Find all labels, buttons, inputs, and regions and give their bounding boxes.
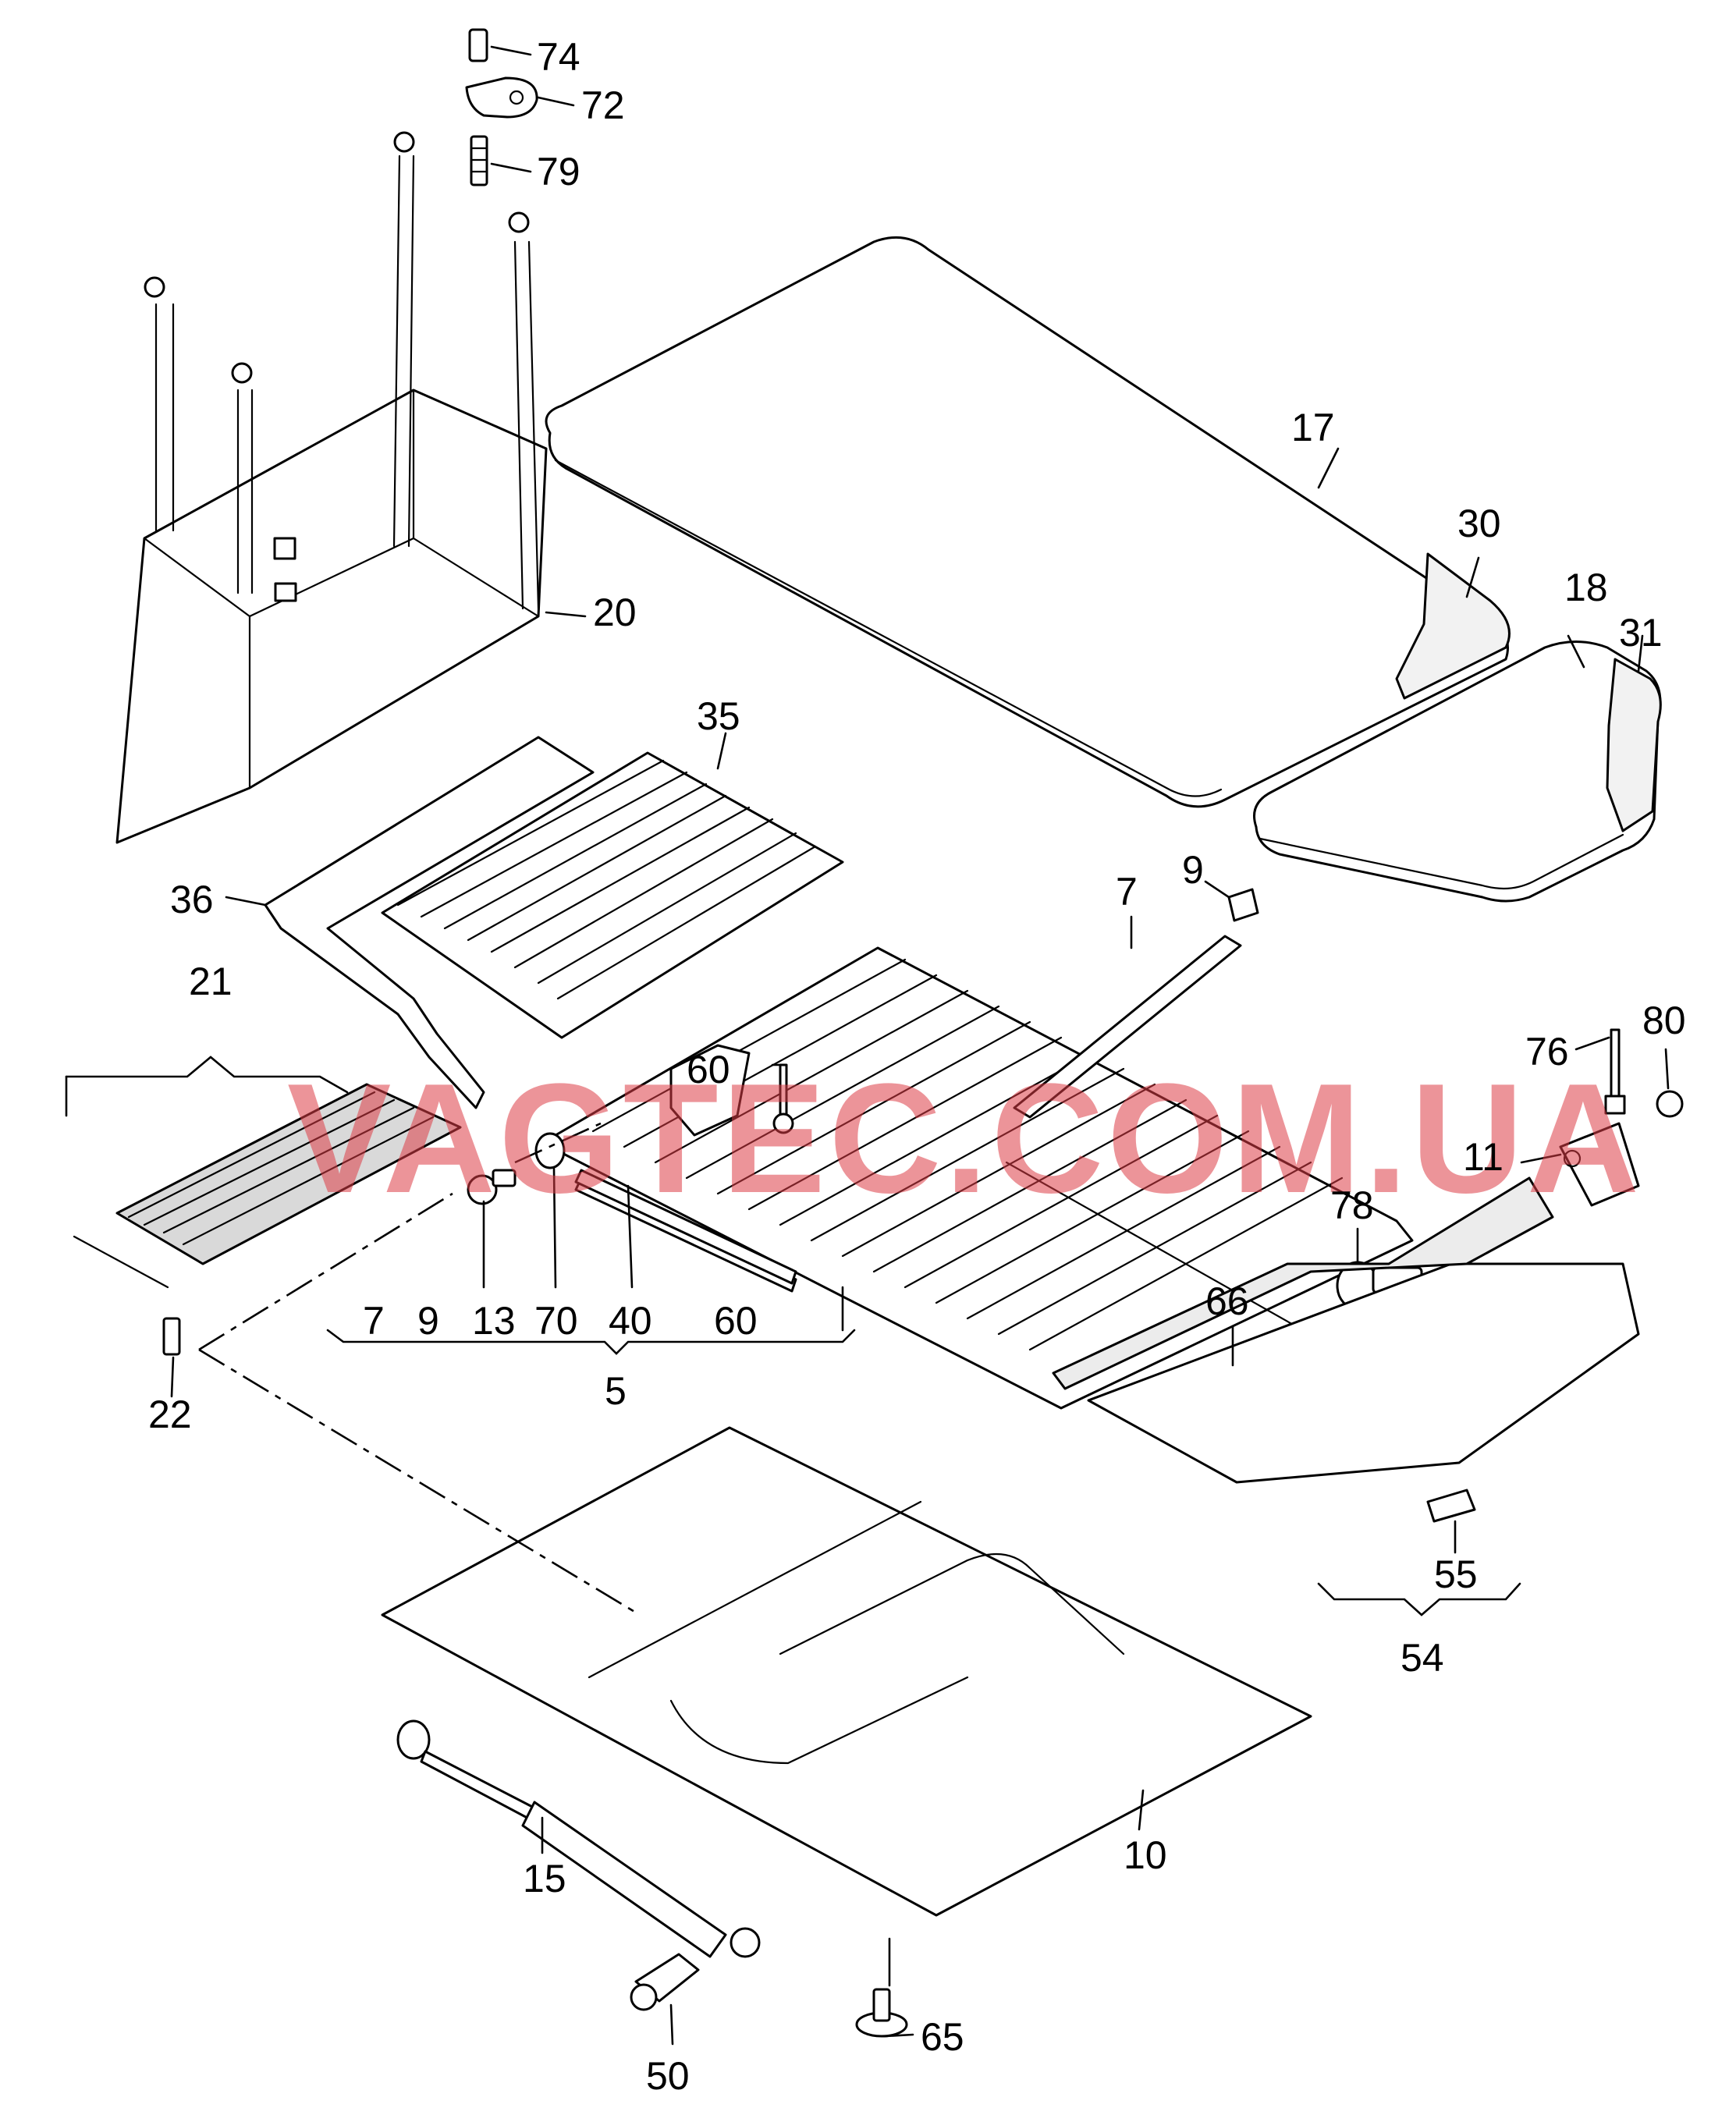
callout-15: 15 bbox=[523, 1857, 566, 1900]
part-20-storage-bag bbox=[115, 131, 548, 844]
callout-66: 66 bbox=[1205, 1279, 1249, 1323]
callout-group-9: 9 bbox=[417, 1299, 439, 1343]
callout-78: 78 bbox=[1330, 1183, 1374, 1227]
callout-7-top: 7 bbox=[1116, 870, 1138, 914]
callout-10: 10 bbox=[1124, 1833, 1167, 1877]
part-11-hinge bbox=[1559, 1122, 1640, 1207]
callout-20: 20 bbox=[593, 591, 637, 634]
part-65-clip bbox=[855, 1988, 908, 2038]
assembly-line-2 bbox=[198, 1348, 641, 1616]
callout-79: 79 bbox=[537, 150, 580, 193]
callout-55: 55 bbox=[1434, 1552, 1478, 1596]
part-36-frame bbox=[264, 736, 595, 1109]
callout-17: 17 bbox=[1291, 406, 1335, 449]
callout-18: 18 bbox=[1564, 566, 1608, 609]
part-21-cargo-net bbox=[73, 1083, 462, 1289]
group-brackets bbox=[65, 1056, 1521, 1616]
callout-74: 74 bbox=[537, 35, 580, 79]
part-60-rivet bbox=[772, 1063, 794, 1134]
callout-group-60: 60 bbox=[714, 1299, 758, 1343]
part-80-nut bbox=[1656, 1090, 1684, 1118]
callout-22: 22 bbox=[148, 1393, 192, 1436]
callout-72: 72 bbox=[581, 83, 625, 127]
callout-54: 54 bbox=[1401, 1636, 1444, 1680]
part-72-bracket bbox=[465, 76, 538, 119]
callout-30: 30 bbox=[1457, 502, 1501, 545]
part-74-pin bbox=[468, 28, 488, 62]
part-13-bolt bbox=[467, 1169, 517, 1205]
part-40-rail bbox=[574, 1169, 797, 1285]
callout-50: 50 bbox=[646, 2054, 690, 2098]
callout-35: 35 bbox=[697, 694, 740, 738]
watermark: VAGTEC.COM.UA bbox=[287, 1052, 1642, 1226]
leader-lines bbox=[170, 45, 1670, 2046]
part-17-seat-cushion bbox=[545, 236, 1511, 808]
part-15-gas-strut bbox=[396, 1719, 761, 1958]
part-79-screw bbox=[470, 135, 488, 186]
callout-5: 5 bbox=[605, 1369, 627, 1413]
callout-11: 11 bbox=[1463, 1135, 1503, 1179]
callout-40: 40 bbox=[609, 1299, 652, 1343]
callout-36: 36 bbox=[170, 878, 214, 921]
part-66-seal-strip bbox=[1052, 1176, 1554, 1390]
part-9-clip bbox=[1227, 888, 1259, 922]
assembly-line-3 bbox=[514, 1122, 602, 1164]
callout-21: 21 bbox=[189, 960, 233, 1003]
part-18-small-cushion bbox=[1253, 641, 1662, 903]
part-35-grid-panel bbox=[381, 751, 844, 1039]
part-55-clip bbox=[1426, 1489, 1476, 1523]
part-76-rivet bbox=[1604, 1028, 1626, 1115]
callout-76: 76 bbox=[1525, 1030, 1569, 1073]
assembly-line-1 bbox=[198, 1192, 453, 1351]
part-70-spacer bbox=[534, 1132, 566, 1169]
part-10-floor-cover bbox=[381, 1426, 1312, 1917]
callout-13: 13 bbox=[472, 1299, 516, 1343]
callout-70: 70 bbox=[534, 1299, 578, 1343]
callout-60-top: 60 bbox=[687, 1048, 730, 1091]
callout-31: 31 bbox=[1619, 611, 1663, 655]
callout-65: 65 bbox=[921, 2015, 964, 2059]
part-50-ball-stud bbox=[630, 1953, 700, 2011]
callout-group-7: 7 bbox=[363, 1299, 385, 1343]
part-22-screw bbox=[162, 1317, 181, 1356]
callout-80: 80 bbox=[1642, 999, 1686, 1042]
callout-9-top: 9 bbox=[1182, 848, 1204, 892]
